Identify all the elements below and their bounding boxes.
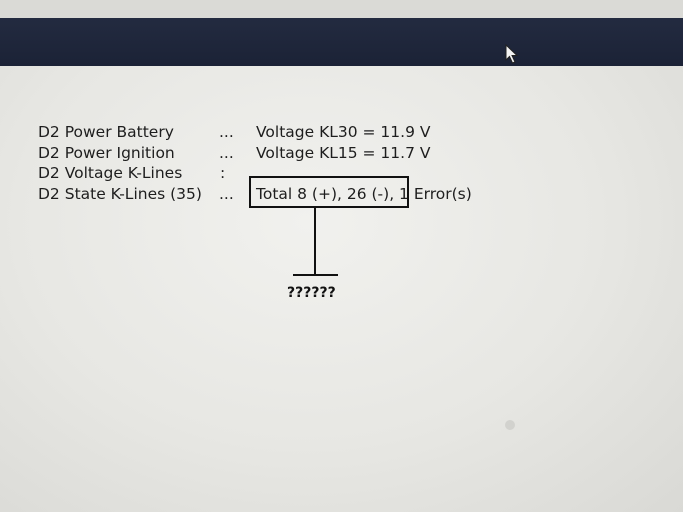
screen-reflection-spot bbox=[505, 420, 515, 430]
annotation-box bbox=[249, 176, 409, 208]
mouse-pointer-icon bbox=[505, 44, 519, 64]
annotation-text: ?????? bbox=[287, 285, 336, 301]
row-separator: ... bbox=[219, 143, 234, 162]
row-value: Total 8 (+), 26 (-), 1 Error(s) bbox=[256, 184, 472, 203]
annotation-foot bbox=[293, 274, 338, 276]
diagnostic-screen bbox=[0, 66, 683, 512]
window-title-bar bbox=[0, 18, 683, 66]
row-label: D2 Power Battery bbox=[38, 123, 174, 141]
row-label: D2 Power Ignition bbox=[38, 143, 175, 162]
annotation-stem bbox=[314, 208, 316, 275]
top-strip bbox=[0, 0, 683, 18]
row-value: Voltage KL15 = 11.7 V bbox=[256, 143, 431, 162]
row-value: Voltage KL30 = 11.9 V bbox=[256, 123, 431, 141]
row-label: D2 State K-Lines (35) bbox=[38, 184, 202, 203]
row-separator: : bbox=[220, 164, 226, 182]
row-separator: ... bbox=[219, 123, 234, 141]
row-label: D2 Voltage K-Lines bbox=[38, 164, 183, 182]
row-separator: ... bbox=[219, 184, 234, 203]
